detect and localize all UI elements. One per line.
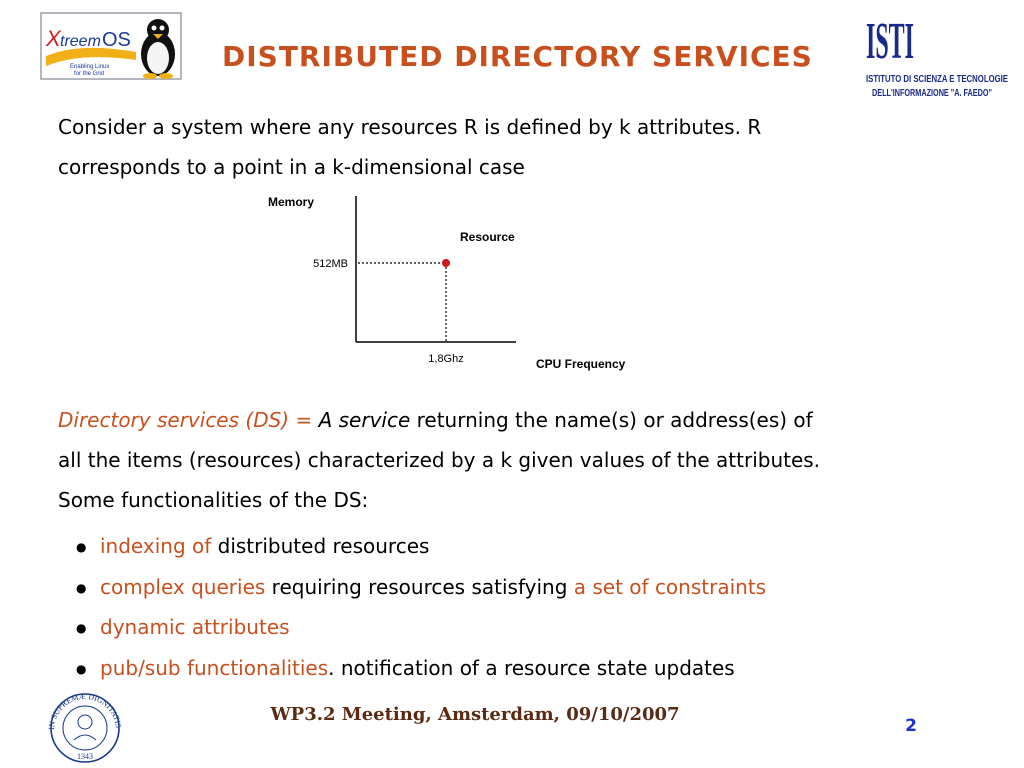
bullet-highlight-2: a set of constraints <box>573 574 767 599</box>
xtreem-tagline-1: Enabling Linux <box>70 64 109 70</box>
footer-text: WP3.2 Meeting, Amsterdam, 09/10/2007 <box>270 704 680 725</box>
definition-line-1: Directory services (DS) = A service retu… <box>58 400 998 440</box>
bullet-icon: ● <box>76 661 87 676</box>
ds-definition: Directory services (DS) = A service retu… <box>58 400 998 520</box>
resource-space-chart: Memory Resource 512MB 1,8Ghz CPU Frequen… <box>268 195 626 371</box>
bullet-highlight: pub/sub functionalities <box>100 655 329 680</box>
xtreemos-logo: X treem OS Enabling Linux for the Grid <box>40 12 182 80</box>
list-item: ● pub/sub functionalities. notification o… <box>76 648 766 689</box>
list-item: ● complex queries requiring resources sat… <box>76 567 766 608</box>
xtreem-x: X <box>45 26 62 51</box>
y-tick-label: 512MB <box>313 258 348 270</box>
service-term: A service <box>318 408 411 432</box>
isti-logo: ISTI ISTITUTO DI SCIENZA E TECNOLOGIE DE… <box>866 13 1008 99</box>
university-seal-icon: IN SUPREMÆ DIGNITATIS 1343 <box>47 692 123 763</box>
isti-line-1: ISTITUTO DI SCIENZA E TECNOLOGIE <box>866 74 1008 85</box>
xtreem-treem: treem <box>60 33 101 50</box>
definition-rest: returning the name(s) or address(es) of <box>410 408 813 432</box>
intro-line-2: corresponds to a point in a k-dimensiona… <box>58 155 525 179</box>
x-axis-label: CPU Frequency <box>536 357 626 371</box>
x-tick-label: 1,8Ghz <box>428 353 463 365</box>
seal-year: 1343 <box>77 752 93 761</box>
bullet-text: distributed resources <box>211 534 430 558</box>
seal-text: IN SUPREMÆ DIGNITATIS <box>47 692 123 730</box>
penguin-icon <box>141 19 175 79</box>
resource-point <box>442 259 450 267</box>
intro-line-1: Consider a system where any resources R … <box>58 115 762 139</box>
bullet-icon: ● <box>76 540 87 555</box>
list-item: ● dynamic attributes <box>76 607 766 648</box>
bullet-highlight: complex queries <box>100 574 266 599</box>
bullet-text: requiring resources satisfying <box>265 574 574 599</box>
bullet-icon: ● <box>76 621 87 636</box>
definition-line-2: all the items (resources) characterized … <box>58 448 821 472</box>
bullet-text: . notification of a resource state updat… <box>328 655 735 680</box>
page-number: 2 <box>905 716 917 736</box>
functionality-list: ● indexing of distributed resources ● comp… <box>76 526 766 688</box>
y-axis-label: Memory <box>268 195 314 209</box>
resource-label: Resource <box>460 230 515 244</box>
bullet-icon: ● <box>76 580 87 595</box>
slide-title: DISTRIBUTED DIRECTORY SERVICES <box>222 40 813 73</box>
xtreem-os: OS <box>102 29 131 51</box>
ds-term: Directory services (DS) = <box>58 408 319 432</box>
isti-mark: ISTI <box>866 13 914 70</box>
list-item: ● indexing of distributed resources <box>76 526 766 567</box>
definition-line-3: Some functionalities of the DS: <box>58 488 369 512</box>
bullet-highlight: dynamic attributes <box>100 615 290 639</box>
isti-line-2: DELL'INFORMAZIONE "A. FAEDO" <box>872 88 992 99</box>
bullet-highlight: indexing of <box>100 534 212 558</box>
intro-paragraph: Consider a system where any resources R … <box>58 107 998 179</box>
xtreem-tagline-2: for the Grid <box>74 71 104 77</box>
